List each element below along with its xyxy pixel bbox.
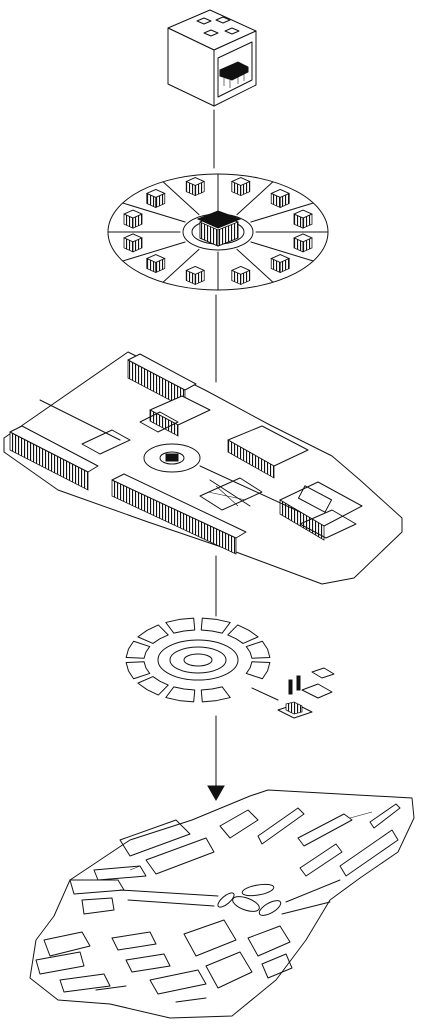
ring-spoke [250, 202, 314, 223]
ring-segment [227, 624, 259, 644]
ring-building [185, 265, 205, 286]
ring-building [270, 254, 290, 274]
ring-segment [245, 640, 271, 659]
ring-pavilions [251, 667, 335, 719]
ring-segments [125, 617, 271, 703]
ring-segment [125, 640, 151, 659]
ring-building [146, 188, 166, 209]
ring-spoke [250, 241, 314, 262]
ring-building [146, 254, 166, 274]
ring-spoke [122, 202, 186, 223]
ring-building [123, 233, 143, 253]
ring-building [185, 177, 205, 197]
layer-roundabout-ring [107, 173, 329, 291]
layer-cube [167, 9, 257, 107]
ring-building [270, 188, 290, 209]
layer-ring-fragments [125, 617, 335, 719]
ring-buildings [123, 177, 313, 286]
layer-street-plan [29, 789, 415, 1019]
ring-spoke [236, 181, 274, 216]
ring-segment [137, 624, 169, 644]
ring-segment [165, 686, 196, 703]
ring-segment [137, 676, 169, 696]
ring-building [123, 209, 143, 229]
ring-segment [200, 686, 231, 703]
ring-segment [245, 661, 271, 680]
connector-arrow [207, 715, 225, 802]
ring-spoke [162, 181, 200, 216]
ring-spoke [162, 248, 200, 283]
ring-segment [125, 661, 151, 680]
triumphal-arch [196, 210, 242, 247]
ring-building [293, 233, 313, 253]
ring-segment [165, 617, 196, 634]
cube-roof-openings [196, 16, 240, 37]
ring-building [293, 209, 313, 229]
ring-building [231, 265, 251, 286]
ring-building [231, 177, 251, 197]
layer-urban-district [3, 351, 403, 585]
ring-segment [200, 617, 231, 634]
ring-spokes [107, 173, 329, 291]
cube-inner-arch [219, 61, 249, 88]
ring-spoke [236, 248, 274, 283]
ring-spoke [122, 241, 186, 262]
